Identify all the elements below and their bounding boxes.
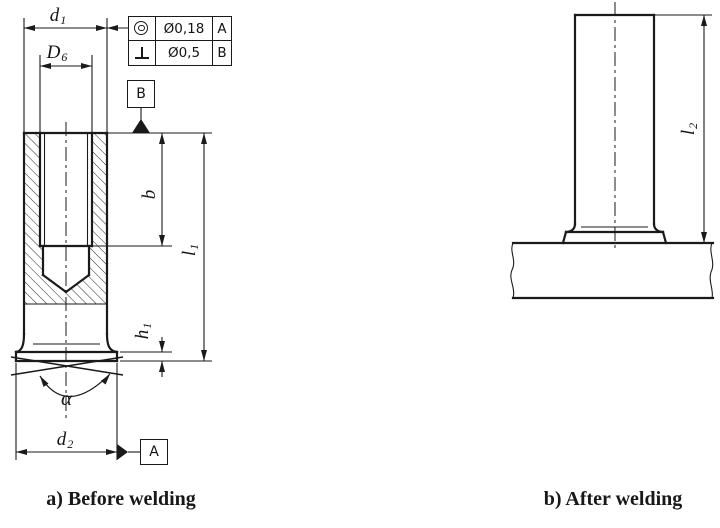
caption-before-welding: a) Before welding [46, 488, 196, 510]
stud-after-thin-lines [510, 226, 714, 299]
datum-triangles [117, 119, 150, 460]
datum-flag-a: A [140, 439, 168, 465]
datum-a-triangle [117, 444, 128, 460]
datum-flag-b: B [127, 80, 155, 108]
stud-before-arrowheads [16, 25, 207, 455]
stud-before-thin-lines [10, 133, 124, 376]
concentricity-icon [129, 17, 156, 41]
perpendicularity-icon [129, 41, 156, 65]
plate-break-right [709, 242, 714, 299]
stud-after-dimension-lines [654, 14, 712, 243]
stud-after-outline [511, 13, 715, 300]
datum-b-triangle [132, 119, 150, 133]
dim-label-alpha: α [60, 385, 73, 410]
dim-label-b: b [138, 189, 160, 200]
fcf-tolerance-1: Ø0,18 [156, 17, 213, 41]
fcf-tolerance-2: Ø0,5 [156, 41, 213, 65]
plate-break-left [510, 242, 515, 299]
feature-control-frame: Ø0,18 A Ø0,5 B [128, 16, 232, 66]
fcf-datum-1: A [213, 17, 231, 41]
caption-after-welding: b) After welding [543, 488, 683, 510]
stud-after-arrowheads [701, 15, 707, 243]
fcf-datum-2: B [217, 45, 227, 61]
stud-before-hatching [24, 133, 107, 304]
